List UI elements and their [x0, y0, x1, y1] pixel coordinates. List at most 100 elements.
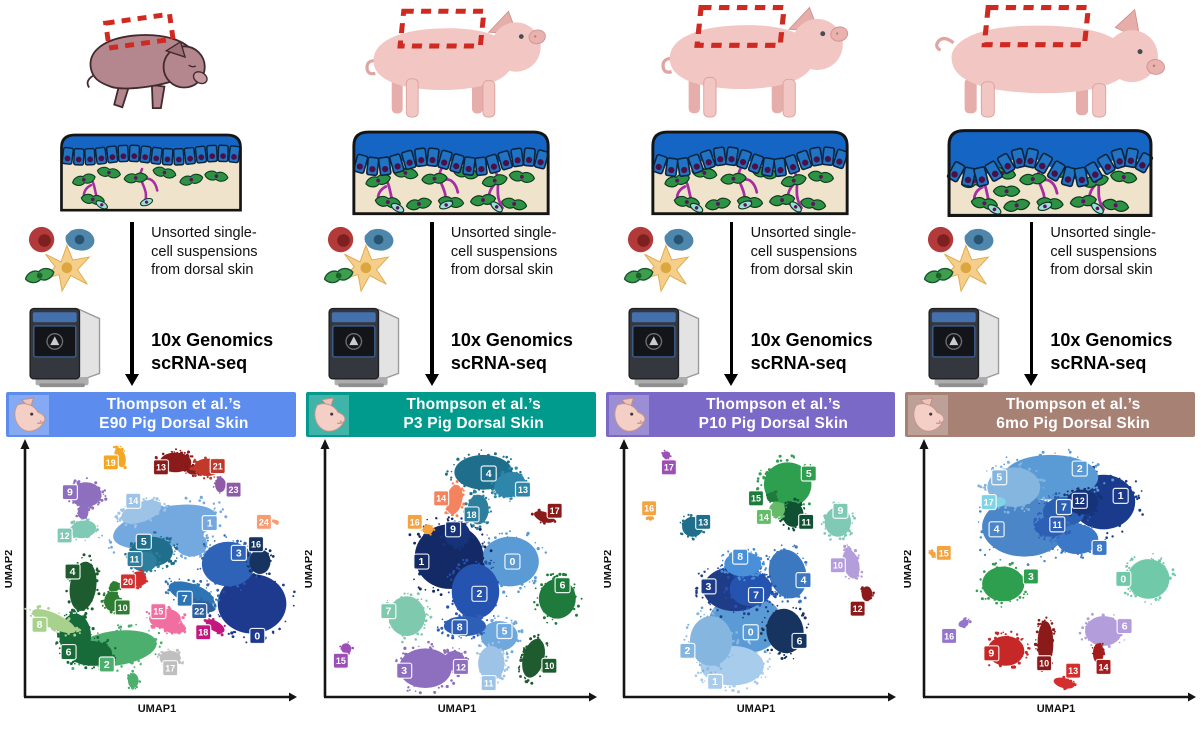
svg-text:UMAP1: UMAP1: [737, 703, 776, 715]
svg-text:21: 21: [213, 461, 223, 471]
flow-arrow-wrap: [121, 222, 143, 388]
pig-head-icon: [613, 396, 645, 432]
dataset-banner-p10: Thompson et al.’s P10 Pig Dorsal Skin: [605, 392, 896, 437]
cluster-label: 7: [748, 586, 765, 604]
down-arrow-icon: [1024, 222, 1038, 386]
banner-pig-tile: [308, 394, 349, 435]
workflow-icons: [903, 222, 1020, 388]
banner-pig-tile: [908, 394, 949, 435]
umap-plot-e90: UMAP1UMAP2012345678910111213141516171819…: [5, 439, 297, 715]
cluster-label: 11: [480, 674, 497, 692]
pig-tail: [86, 75, 94, 89]
pig-leg: [482, 80, 495, 118]
cluster-label: 11: [798, 513, 815, 530]
cluster-label: 2: [470, 585, 488, 602]
pig-eye: [518, 34, 524, 39]
suspension-text: Unsorted single- cell suspensions from d…: [151, 224, 298, 280]
down-arrow-icon: [125, 222, 138, 386]
cluster-label: 21: [209, 457, 226, 475]
svg-text:8: 8: [456, 622, 462, 634]
svg-text:17: 17: [549, 506, 559, 516]
svg-text:15: 15: [335, 656, 345, 666]
flow-arrow-wrap: [421, 222, 443, 388]
down-arrow-icon: [725, 222, 738, 386]
svg-text:0: 0: [1121, 573, 1127, 585]
svg-text:8: 8: [36, 619, 42, 631]
cluster-label: 6: [791, 632, 809, 650]
banner-title: Thompson et al.’s E90 Pig Dorsal Skin: [52, 396, 296, 433]
svg-text:3: 3: [1028, 571, 1034, 583]
svg-text:11: 11: [802, 517, 812, 527]
svg-text:24: 24: [259, 517, 269, 527]
pig-snout: [528, 29, 546, 45]
cluster-label: 24: [255, 513, 272, 530]
pig-area-6mo: [903, 2, 1197, 118]
suspension-line: from dorsal skin: [450, 262, 554, 278]
svg-text:14: 14: [1099, 662, 1109, 672]
cluster-label: 3: [700, 578, 717, 595]
piglet-illustration: [365, 8, 546, 118]
svg-text:10: 10: [833, 561, 843, 571]
pig-leg: [405, 78, 419, 118]
banner-line1: Thompson et al.’s: [1005, 396, 1141, 413]
svg-text:15: 15: [939, 548, 949, 558]
svg-text:15: 15: [751, 494, 761, 504]
pig-snout: [192, 71, 208, 85]
banner-line2: E90 Pig Dorsal Skin: [99, 414, 249, 432]
assay-line: scRNA-seq: [750, 352, 847, 373]
svg-text:2: 2: [685, 645, 691, 657]
svg-text:17: 17: [165, 664, 175, 674]
cluster-label: 1: [707, 673, 724, 690]
cluster-label: 14: [1095, 658, 1112, 676]
svg-text:10: 10: [118, 603, 128, 613]
assay-text: 10x Genomics scRNA-seq: [751, 329, 898, 374]
pig-area-p3: [304, 2, 598, 118]
svg-text:5: 5: [141, 536, 147, 548]
pig-head-shape: [491, 22, 541, 72]
dorsal-sampling-box: [981, 5, 1092, 48]
svg-text:7: 7: [182, 593, 188, 605]
cluster-label: 2: [679, 642, 696, 659]
cluster-label: 5: [991, 469, 1008, 486]
pig-leg: [703, 76, 717, 118]
cluster-label: 0: [249, 627, 266, 645]
workflow-text: Unsorted single- cell suspensions from d…: [1042, 222, 1197, 388]
assay-line: scRNA-seq: [450, 352, 547, 373]
svg-text:11: 11: [1053, 520, 1063, 530]
pig-snout: [830, 26, 849, 42]
svg-text:UMAP2: UMAP2: [305, 550, 315, 589]
svg-text:23: 23: [228, 485, 238, 495]
chromium-machine-icon: [29, 307, 100, 388]
adult-pig-illustration: [935, 5, 1166, 118]
svg-text:9: 9: [838, 505, 844, 517]
pig-head: [1106, 8, 1166, 83]
workflow-row-p10: Unsorted single- cell suspensions from d…: [604, 222, 898, 388]
svg-text:17: 17: [664, 463, 674, 473]
pig-head-icon: [913, 396, 945, 432]
svg-text:12: 12: [853, 604, 863, 614]
svg-text:3: 3: [236, 547, 242, 559]
skin-area-p10: [604, 118, 898, 220]
cluster-label: 16: [941, 627, 958, 645]
yellow-dendritic-cell: [341, 244, 390, 293]
svg-text:16: 16: [251, 540, 261, 550]
cluster-label: 16: [247, 536, 264, 553]
svg-text:11: 11: [484, 678, 494, 688]
assay-line: scRNA-seq: [151, 352, 248, 373]
cluster-label: 0: [503, 553, 521, 570]
svg-text:5: 5: [996, 472, 1002, 484]
cluster-label: 16: [406, 513, 423, 530]
svg-text:14: 14: [759, 512, 769, 522]
dataset-banner-e90: Thompson et al.’s E90 Pig Dorsal Skin: [6, 392, 296, 437]
column-p10: Unsorted single- cell suspensions from d…: [604, 2, 898, 725]
cluster-label: 8: [732, 548, 749, 565]
svg-text:16: 16: [644, 504, 654, 514]
workflow-icons: [4, 222, 121, 388]
dataset-banner-p3: Thompson et al.’s P3 Pig Dorsal Skin: [305, 392, 596, 437]
assay-text: 10x Genomics scRNA-seq: [1050, 329, 1197, 374]
pig-nostril: [533, 35, 536, 38]
yellow-dendritic-cell: [641, 244, 690, 293]
